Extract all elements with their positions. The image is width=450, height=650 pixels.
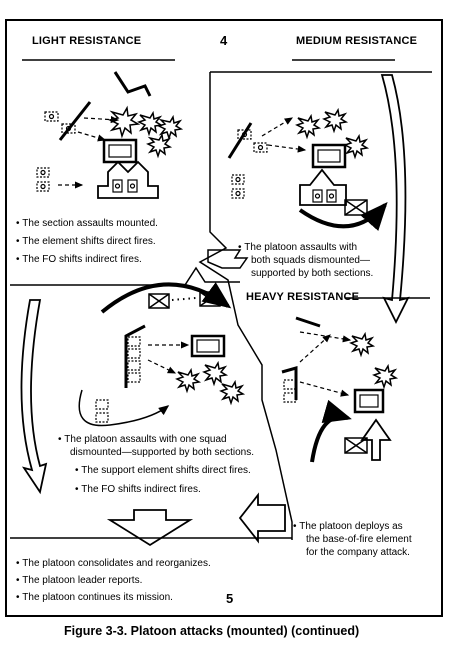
consolidate-note-3: The platoon continues its mission. [16, 592, 173, 604]
fire-arrow-light-1 [77, 131, 107, 142]
header-light-resistance: LIGHT RESISTANCE [32, 35, 142, 47]
objective-heavy-right [353, 388, 385, 414]
vehicle-section-heavy-lower [95, 399, 109, 423]
phase-divider-vertical [198, 72, 293, 540]
vehicle-section-light [44, 111, 76, 134]
heavy-note-sub-2: The FO shifts indirect fires. [75, 484, 200, 496]
header-medium-resistance: MEDIUM RESISTANCE [296, 35, 418, 47]
consolidate-note-1: The platoon consolidates and reorganizes… [16, 558, 210, 570]
explosion-burst-light [107, 105, 184, 159]
big-sweep-arrow-right [380, 74, 410, 325]
objective-medium [311, 143, 347, 169]
assault-arrow-heavy-right [360, 418, 392, 461]
infantry-squad-heavy-1 [148, 293, 170, 309]
fire-arrow-medium-2 [261, 117, 294, 137]
bracket-left [124, 324, 146, 388]
light-note-2: The element shifts direct fires. [16, 236, 155, 248]
fire-arrow-medium-1 [267, 144, 307, 153]
page-number-top: 4 [220, 33, 228, 48]
curved-arrow-heavy-bottom [78, 389, 170, 427]
heavy-note-main-line2: dismounted—supported by both sections. [70, 447, 254, 458]
infantry-squad-heavy-2 [199, 291, 221, 307]
curved-arrow-medium [298, 201, 388, 231]
infantry-squad-medium [344, 199, 368, 216]
medium-note-line3: supported by both sections. [251, 268, 374, 279]
boundary-line-light [58, 101, 92, 141]
medium-note-line1: The platoon assaults with [238, 242, 357, 254]
vehicle-section-medium [237, 129, 268, 153]
heavy-note-sub-1: The support element shifts direct fires. [75, 465, 251, 477]
boundary-line-medium [227, 122, 253, 159]
boundary-line-heavy [295, 316, 321, 328]
consolidate-note-2: The platoon leader reports. [16, 575, 142, 587]
assault-arrow-chevron [97, 160, 159, 199]
curved-arrow-heavy-right [310, 399, 352, 463]
arrow-down-to-consolidate [106, 509, 194, 547]
explosion-burst-heavy [175, 360, 246, 406]
fire-arrow-heavy-2 [147, 359, 177, 374]
big-sweep-arrow-left [20, 299, 48, 495]
fire-arrow-heavy-right-2 [299, 381, 350, 397]
dismount-dots [171, 297, 197, 301]
figure-caption: Figure 3-3. Platoon attacks (mounted) (c… [64, 624, 360, 638]
fire-arrow-heavy-right-1 [299, 331, 352, 343]
explosion-burst-heavy-right [349, 331, 399, 390]
arrow-left-to-consolidate [238, 492, 286, 544]
header-heavy-resistance: HEAVY RESISTANCE [246, 291, 360, 303]
base-of-fire-note-line2: the base-of-fire element [306, 534, 412, 545]
vehicle-column-heavy-right [283, 379, 297, 403]
heavy-note-main-line1: The platoon assaults with one squad [58, 434, 226, 446]
light-note-3: The FO shifts indirect fires. [16, 254, 141, 266]
objective-heavy [190, 334, 226, 358]
objective-light [102, 138, 138, 164]
medium-note-line2: both squads dismounted— [251, 255, 370, 266]
vehicle-in-assault-medium [312, 189, 337, 203]
assault-arrow-medium [299, 168, 347, 206]
base-of-fire-note-line3: for the company attack. [306, 547, 410, 558]
light-note-1: The section assaults mounted. [16, 218, 158, 230]
page-number-bottom: 5 [226, 591, 234, 606]
vehicle-in-assault [112, 179, 138, 193]
page-frame [5, 19, 443, 617]
phase-divider-mid [10, 266, 240, 286]
vehicle-section-assault [36, 167, 50, 192]
vehicle-column-heavy [127, 336, 141, 383]
explosion-burst-medium [295, 107, 370, 160]
fire-arrow-heavy-right-3 [299, 334, 331, 363]
base-of-fire-note-line1: The platoon deploys as [293, 521, 402, 533]
vehicle-section-medium-2 [231, 174, 245, 199]
ridge-symbol [113, 71, 152, 97]
